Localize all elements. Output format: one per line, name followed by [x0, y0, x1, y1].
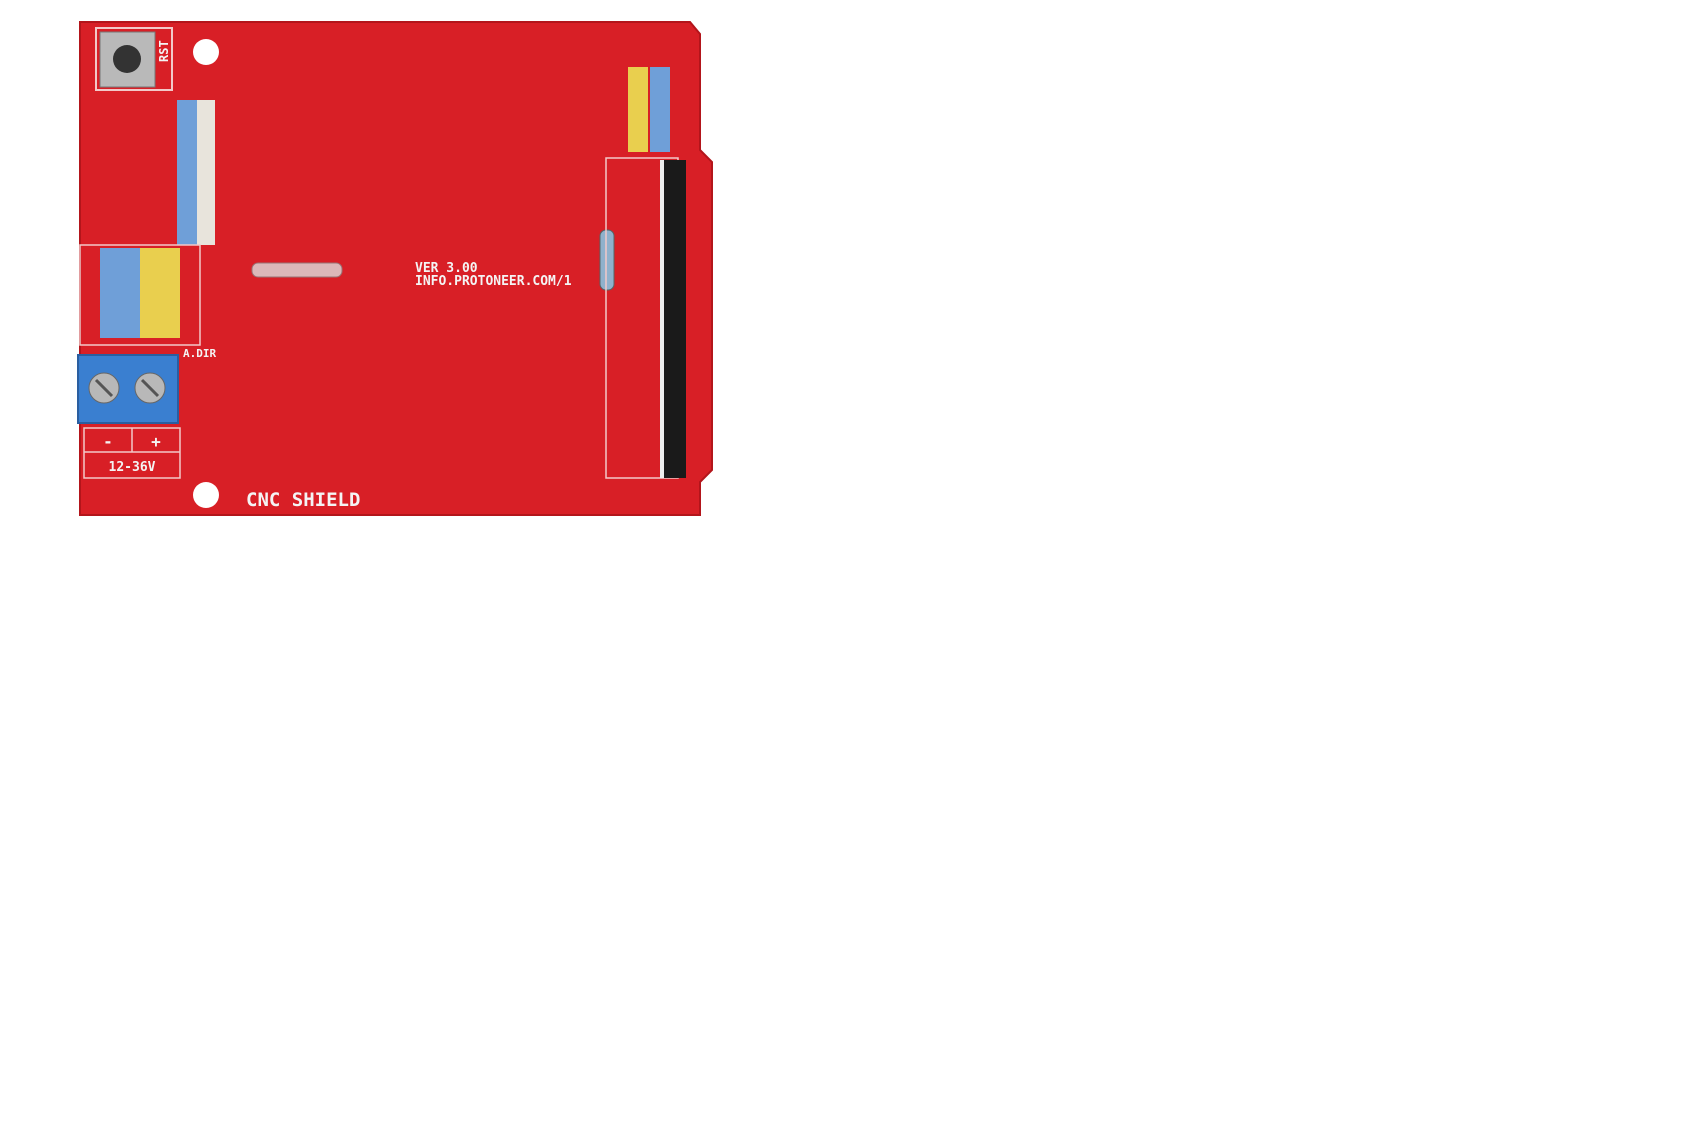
mount-hole [193, 39, 219, 65]
cnc-shield-board: RST - + 12-36V A.DIR [77, 21, 713, 516]
white-header [197, 100, 215, 245]
axis-jumper-block [79, 244, 201, 346]
resistor [599, 229, 615, 291]
fuse [251, 262, 343, 278]
blue-header [177, 100, 197, 245]
reset-button[interactable]: RST [95, 27, 173, 91]
endstop-control-header [605, 157, 686, 479]
url-label: INFO.PROTONEER.COM/1 [415, 274, 572, 289]
terminal-plus: + [151, 432, 161, 451]
power-terminal: - + 12-36V [77, 354, 181, 479]
cnc-shield-title: CNC SHIELD [246, 489, 360, 511]
rst-label: RST [157, 40, 171, 62]
a-dir-label: A.DIR [183, 347, 216, 360]
serial-i2c-header [628, 67, 670, 152]
terminal-minus: - [103, 432, 113, 451]
mount-hole [193, 482, 219, 508]
version-label: VER 3.00 [415, 261, 478, 276]
voltage-range: 12-36V [109, 460, 156, 475]
